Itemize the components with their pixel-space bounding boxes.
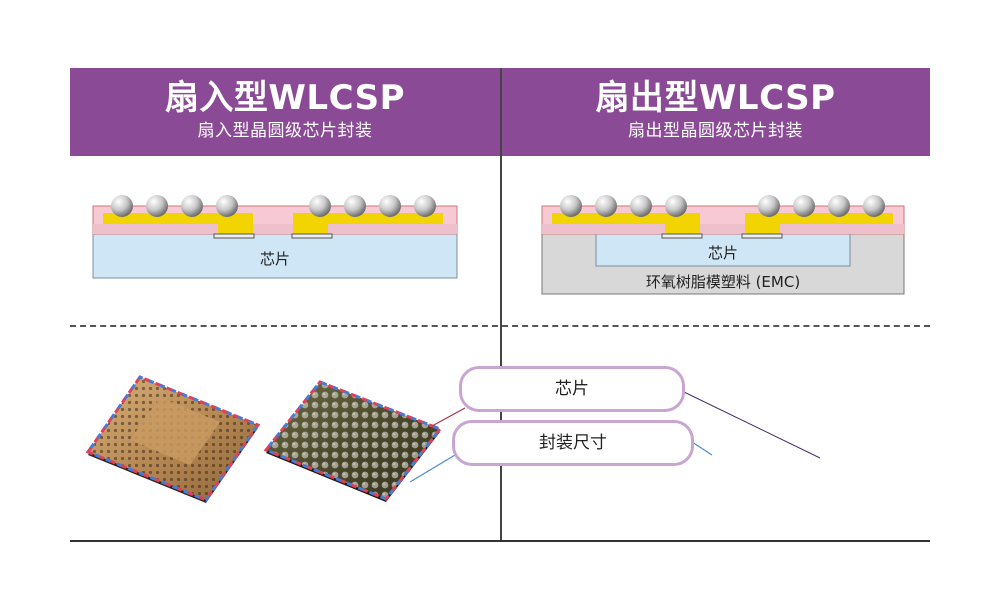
- fan-out-cross-section: 芯片 环氧树脂模塑料 (EMC): [541, 195, 905, 295]
- fan-out-emc-label: 环氧树脂模塑料 (EMC): [646, 273, 800, 291]
- fan-out-header: 扇出型WLCSP 扇出型晶圆级芯片封装: [501, 68, 930, 156]
- fan-in-via-left: [218, 224, 253, 234]
- chip-leader-line-right: [683, 391, 821, 459]
- solder-ball: [828, 195, 850, 217]
- solder-ball: [146, 195, 168, 217]
- fan-out-subtitle: 扇出型晶圆级芯片封装: [628, 121, 803, 141]
- solder-ball: [344, 195, 366, 217]
- solder-ball: [863, 195, 885, 217]
- fan-out-via-right: [745, 224, 780, 234]
- solder-ball: [665, 195, 687, 217]
- package-boundary-outline: [85, 375, 261, 502]
- solder-ball: [560, 195, 582, 217]
- fan-in-pad-right: [291, 233, 333, 239]
- package-size-callout: 封装尺寸: [452, 420, 694, 466]
- fan-in-header: 扇入型WLCSP 扇入型晶圆级芯片封装: [70, 68, 500, 156]
- solder-ball: [758, 195, 780, 217]
- fan-out-title: 扇出型WLCSP: [595, 78, 836, 118]
- fan-out-pad-right: [741, 233, 783, 239]
- solder-ball: [595, 195, 617, 217]
- fan-out-chip-body: [595, 233, 851, 267]
- size-leader-line-left: [409, 454, 456, 483]
- fan-in-title: 扇入型WLCSP: [164, 78, 406, 118]
- fan-in-solder-balls: [111, 195, 436, 217]
- fan-out-via-left: [665, 224, 700, 234]
- solder-ball: [414, 195, 436, 217]
- fan-in-pad-left: [213, 233, 255, 239]
- fan-in-subtitle: 扇入型晶圆级芯片封装: [197, 121, 373, 141]
- chip-leader-line-left: [431, 407, 466, 427]
- size-leader-line-right: [691, 441, 713, 456]
- fan-in-package-photo-front: [263, 380, 443, 502]
- solder-ball: [630, 195, 652, 217]
- fan-in-chip-label: 芯片: [260, 250, 290, 268]
- fan-out-rdl-left: [552, 213, 700, 224]
- solder-ball: [793, 195, 815, 217]
- solder-ball: [379, 195, 401, 217]
- fan-in-cross-section: 芯片: [92, 195, 458, 279]
- fan-in-package-photo-back: [85, 375, 261, 503]
- bottom-rule: [70, 540, 930, 542]
- solder-ball: [309, 195, 331, 217]
- dashed-separator: [70, 325, 930, 327]
- solder-ball: [216, 195, 238, 217]
- fan-out-rdl-right: [745, 213, 893, 224]
- fan-out-pad-left: [661, 233, 703, 239]
- fan-in-passivation: [93, 224, 457, 234]
- solder-ball: [181, 195, 203, 217]
- solder-ball: [111, 195, 133, 217]
- vertical-divider: [500, 68, 502, 542]
- fan-out-solder-balls: [560, 195, 885, 217]
- fan-in-via-right: [293, 224, 328, 234]
- fan-in-rdl-right: [293, 213, 443, 224]
- fan-out-passivation: [542, 224, 904, 234]
- chip-callout: 芯片: [459, 366, 685, 412]
- fan-in-rdl-left: [103, 213, 253, 224]
- fan-out-chip-label: 芯片: [708, 244, 738, 262]
